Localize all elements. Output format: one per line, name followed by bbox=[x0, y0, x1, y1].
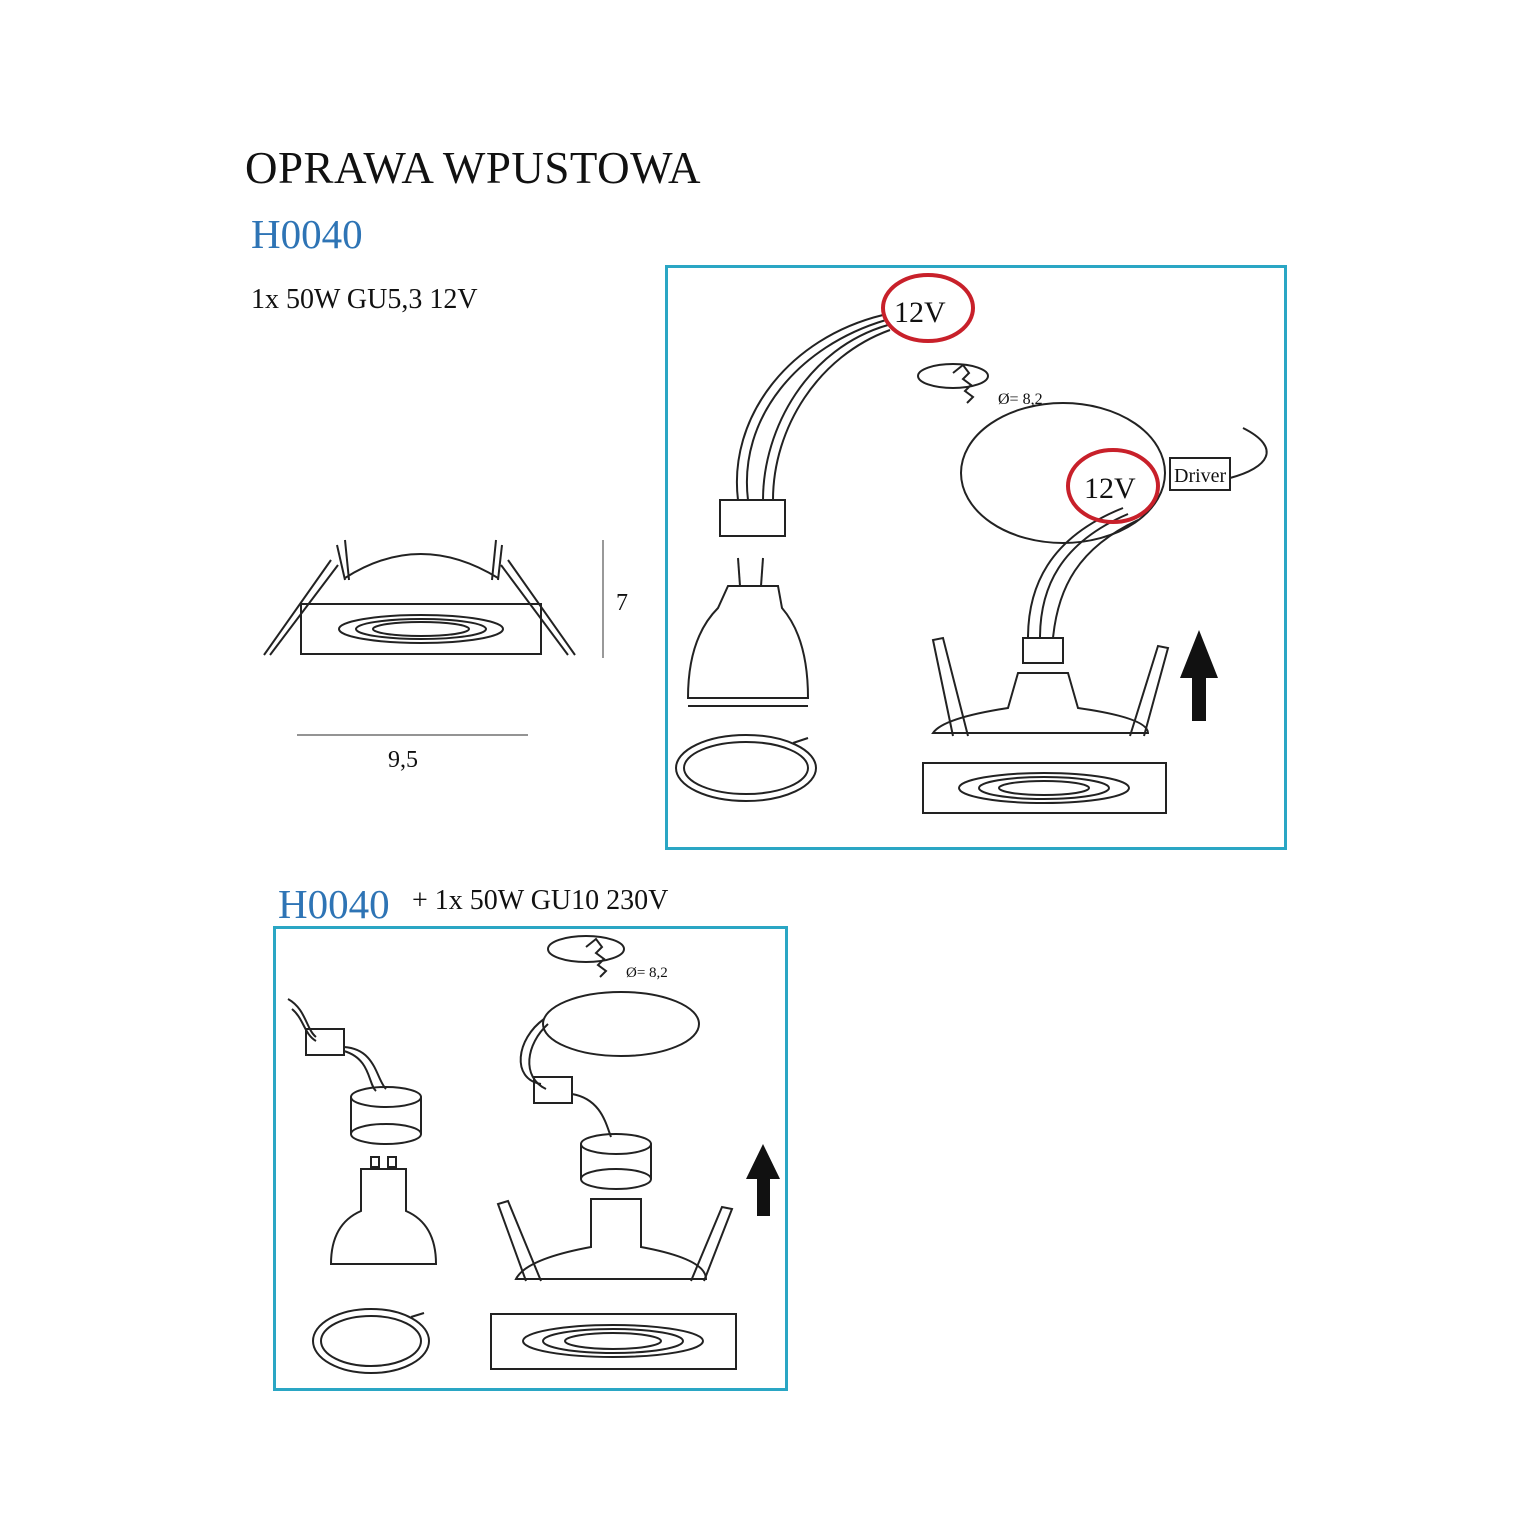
wire bbox=[1052, 519, 1139, 639]
socket bbox=[1022, 637, 1064, 664]
ceiling-cutout-symbol: Ø= 8,2 bbox=[917, 363, 1043, 408]
page-title: OPRAWA WPUSTOWA bbox=[245, 143, 702, 193]
ceiling-hole bbox=[960, 402, 1166, 544]
mr16-lamp bbox=[686, 557, 810, 707]
driver-box bbox=[1169, 457, 1231, 491]
wire bbox=[528, 1023, 549, 1090]
terminal-block bbox=[533, 1076, 573, 1104]
voltage-label-top: 12V bbox=[894, 296, 946, 329]
wire bbox=[343, 1046, 387, 1090]
width-value: 9,5 bbox=[388, 747, 418, 773]
product-code-230v: H0040 bbox=[278, 881, 390, 927]
retaining-ring bbox=[675, 734, 817, 802]
gu10-socket bbox=[350, 1086, 422, 1145]
ceiling-cutout-symbol: Ø= 8,2 bbox=[547, 935, 668, 981]
wire bbox=[762, 324, 889, 501]
gu10-socket bbox=[580, 1133, 652, 1190]
wire bbox=[745, 319, 887, 501]
up-arrow-icon bbox=[1180, 630, 1218, 721]
retaining-ring bbox=[312, 1308, 430, 1374]
mains-cable bbox=[1229, 427, 1268, 479]
product-spec-230v: + 1x 50W GU10 230V bbox=[412, 885, 669, 916]
installation-panel-12v: Ø= 8,2 Driver 12V 12V bbox=[665, 265, 1287, 850]
wire bbox=[519, 1018, 545, 1085]
voltage-highlight-circle bbox=[1066, 448, 1160, 524]
installation-panel-230v: Ø= 8,2 bbox=[273, 926, 788, 1391]
installation-diagram-230v: Ø= 8,2 bbox=[287, 935, 780, 1374]
gu53-socket bbox=[719, 499, 786, 537]
fixture-body bbox=[922, 636, 1170, 814]
wire bbox=[1027, 507, 1124, 639]
product-code: H0040 bbox=[251, 211, 363, 257]
gu10-lamp bbox=[329, 1156, 438, 1265]
voltage-highlight-circle bbox=[881, 273, 975, 343]
cutout-diameter: Ø= 8,2 bbox=[626, 965, 668, 981]
wire bbox=[343, 1050, 377, 1092]
wire bbox=[291, 1008, 317, 1042]
product-spec: 1x 50W GU5,3 12V bbox=[251, 284, 478, 315]
wire bbox=[735, 314, 884, 501]
up-arrow-icon bbox=[746, 1144, 780, 1216]
ceiling-hole bbox=[542, 991, 700, 1057]
driver-label: Driver bbox=[1174, 465, 1227, 487]
fixture-body bbox=[490, 1198, 737, 1370]
cutout-diameter: Ø= 8,2 bbox=[998, 391, 1043, 408]
wire bbox=[1039, 513, 1129, 639]
wire bbox=[287, 998, 317, 1038]
terminal-block bbox=[305, 1028, 345, 1056]
wire bbox=[772, 329, 891, 501]
installation-diagram-12v: Ø= 8,2 Driver 12V 12V bbox=[675, 273, 1268, 814]
wire bbox=[571, 1093, 612, 1138]
height-value: 7 bbox=[616, 590, 628, 616]
fixture-side-view bbox=[263, 539, 576, 656]
voltage-label-driver: 12V bbox=[1084, 472, 1136, 505]
